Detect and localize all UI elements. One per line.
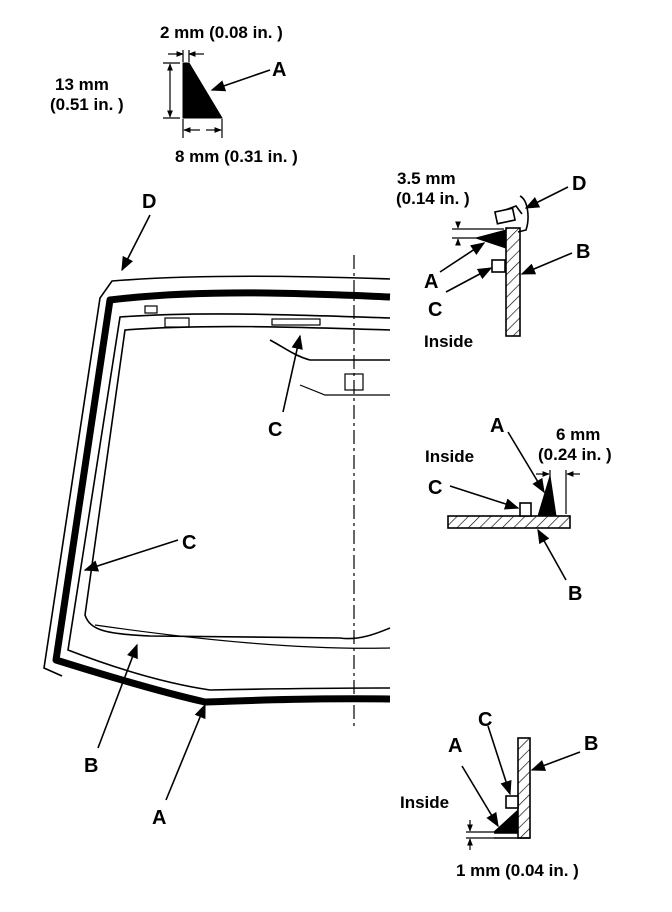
mirror-area-outline: [269, 339, 390, 361]
label-molding-d: D: [142, 191, 156, 213]
bottom-detail-adhesive: [492, 808, 519, 833]
adhesive-bead-profile: 2 mm (0.08 in. ) 13 mm (0.51 in. ) 8 mm …: [50, 23, 298, 166]
side-edge-detail: 6 mm (0.24 in. ) A Inside C B: [425, 415, 612, 605]
top-detail-dimension: 3.5 mm: [397, 169, 456, 188]
label-adhesive-a: A: [152, 807, 166, 829]
top-detail-label-d: D: [572, 173, 586, 195]
mid-detail-dimension: 6 mm: [556, 425, 600, 444]
bottom-detail-spacer: [505, 795, 519, 809]
molding-outline: [43, 275, 391, 677]
bottom-detail-inside: Inside: [400, 793, 449, 812]
top-detail-inside: Inside: [424, 332, 473, 351]
top-edge-detail: 3.5 mm (0.14 in. ) D B A C Inside: [396, 169, 590, 351]
top-detail-adhesive: [474, 229, 507, 249]
label-spacer-side-c: C: [182, 532, 196, 554]
top-detail-label-b: B: [576, 241, 590, 263]
mid-detail-label-a: A: [490, 415, 504, 437]
bottom-detail-label-c: C: [478, 709, 492, 731]
bottom-detail-label-a: A: [448, 735, 462, 757]
ceramic-boundary: [84, 325, 391, 640]
label-glass-b: B: [84, 755, 98, 777]
bottom-edge-detail: 1 mm (0.04 in. ) C B A Inside: [400, 709, 598, 880]
bottom-detail-label-b: B: [584, 733, 598, 755]
mid-detail-spacer: [519, 502, 532, 517]
bottom-detail-dimension: 1 mm (0.04 in. ): [456, 861, 579, 880]
profile-height-dimension-inch: (0.51 in. ): [50, 95, 124, 114]
mid-detail-label-c: C: [428, 477, 442, 499]
profile-height-dimension: 13 mm: [55, 75, 109, 94]
label-spacer-top-c: C: [268, 419, 282, 441]
top-detail-label-c: C: [428, 299, 442, 321]
mid-detail-label-b: B: [568, 583, 582, 605]
top-detail-spacer: [491, 259, 506, 273]
profile-label-a: A: [272, 59, 286, 81]
profile-bottom-dimension: 8 mm (0.31 in. ): [175, 147, 298, 166]
top-detail-dimension-inch: (0.14 in. ): [396, 189, 470, 208]
top-detail-glass: [505, 227, 521, 337]
adhesive-bead-line: [52, 289, 391, 706]
profile-top-dimension: 2 mm (0.08 in. ): [160, 23, 283, 42]
mid-detail-inside: Inside: [425, 447, 474, 466]
mid-detail-dimension-inch: (0.24 in. ): [538, 445, 612, 464]
mid-detail-adhesive: [537, 475, 557, 517]
adhesive-bead-section: [182, 62, 223, 119]
windshield-view: D C C B A: [43, 191, 391, 829]
mid-detail-glass: [447, 515, 571, 529]
glass-inner-outline: [67, 313, 391, 691]
bottom-detail-glass: [517, 737, 531, 839]
top-detail-label-a: A: [424, 271, 438, 293]
